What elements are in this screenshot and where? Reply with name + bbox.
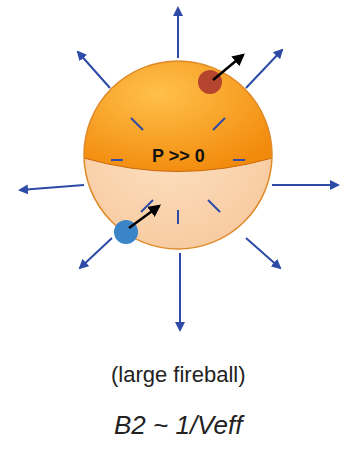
fireball-sphere: P >> 0 — [83, 60, 273, 250]
formula-label: B2 ~ 1/Veff — [114, 410, 242, 441]
radial-flow-arrows — [20, 8, 338, 330]
caption-label: (large fireball) — [111, 362, 246, 388]
pressure-label: P >> 0 — [152, 146, 205, 167]
